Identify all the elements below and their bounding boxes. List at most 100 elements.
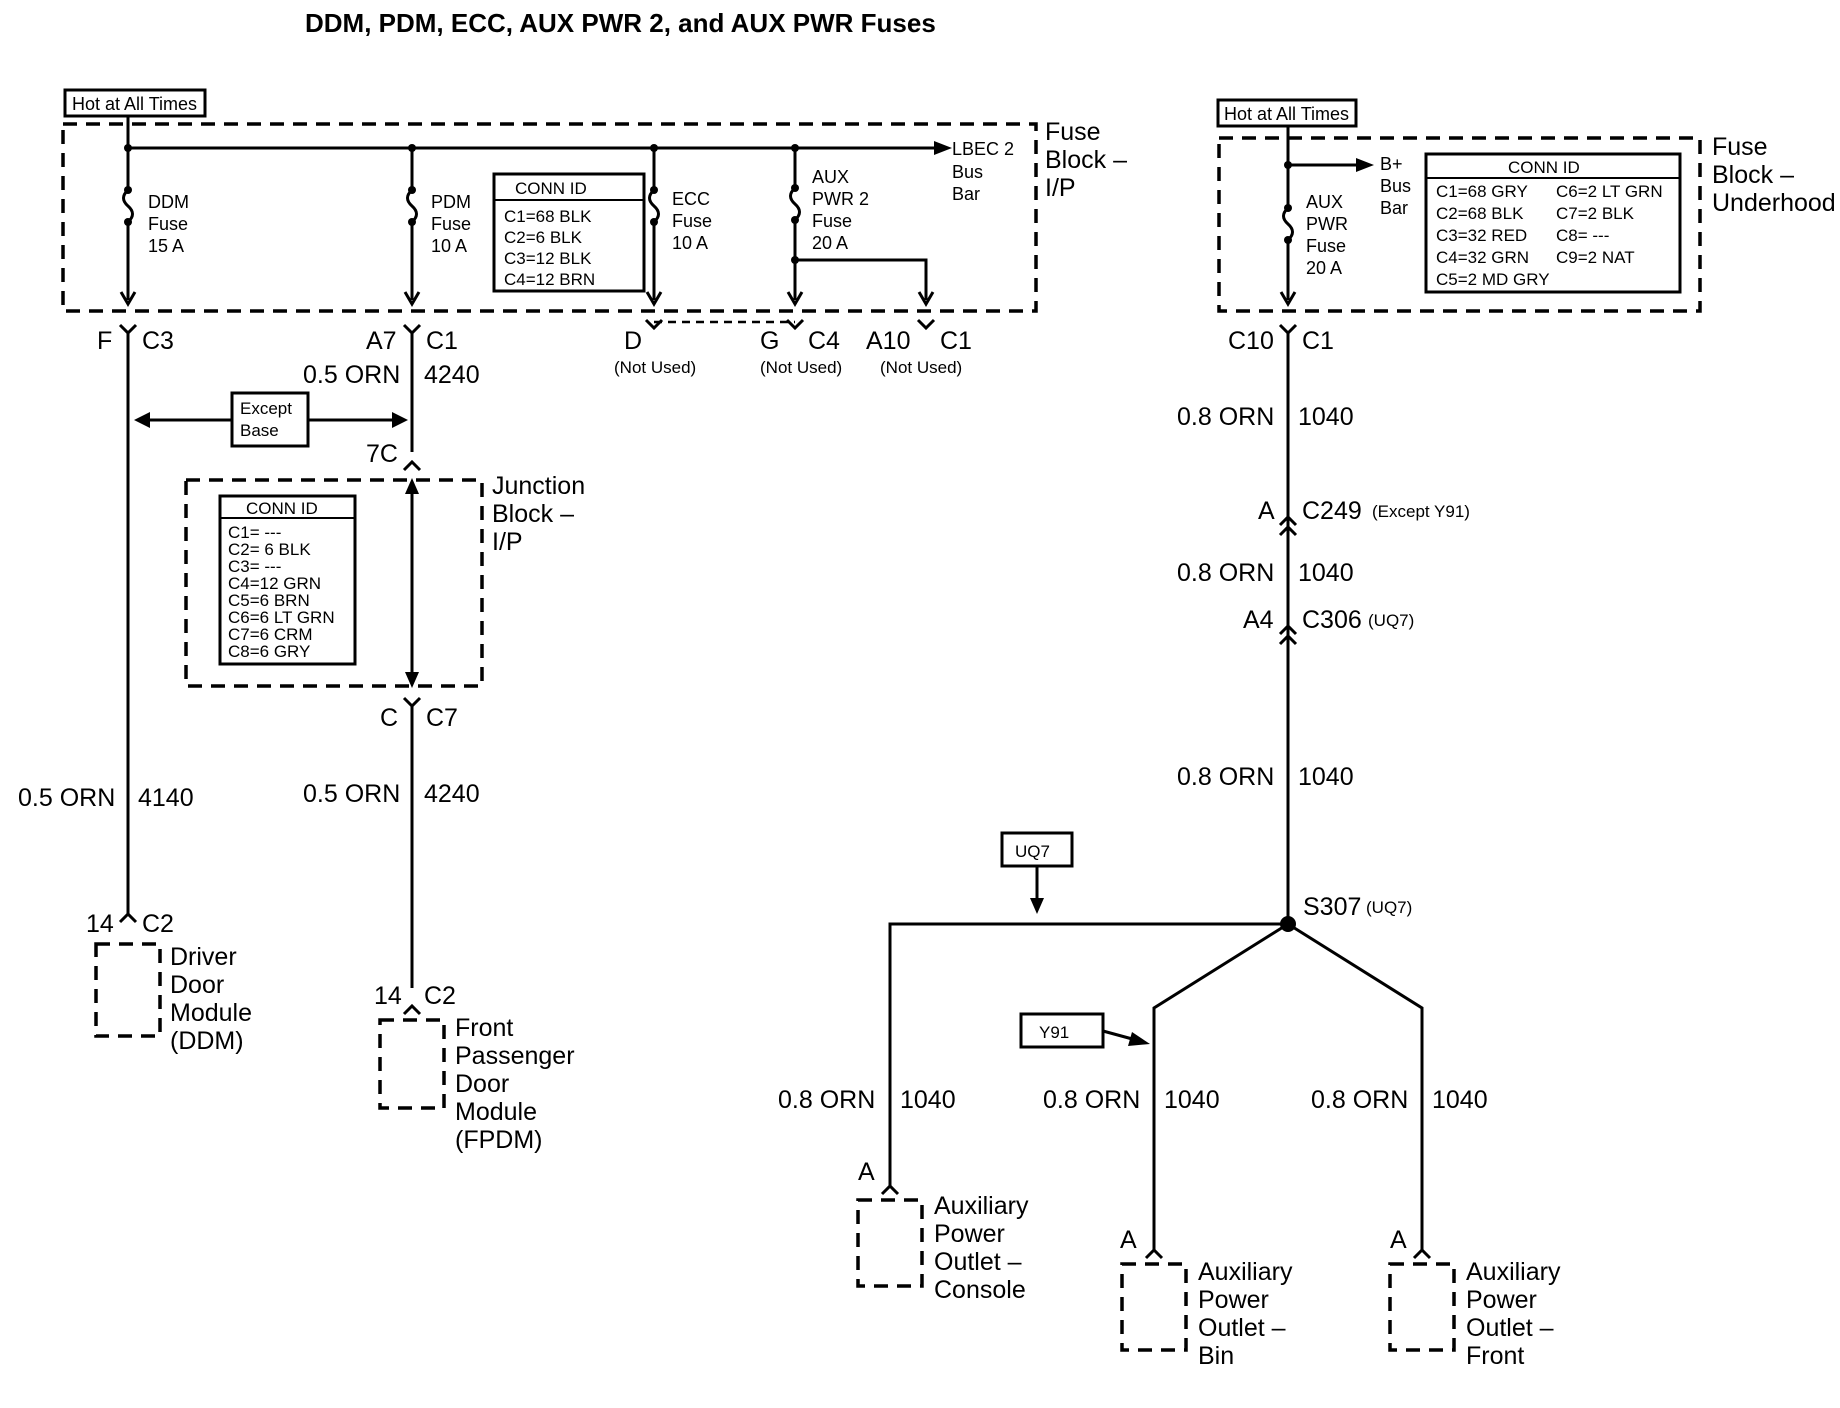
connector-c306: C306 — [1302, 606, 1362, 634]
wire-4140-color: 0.5 ORN — [18, 784, 115, 812]
apo-front-outline — [1388, 1262, 1456, 1352]
pin-a4: A4 — [1243, 606, 1274, 634]
wire-4240-number-top: 4240 — [424, 361, 480, 389]
apo-console-outline — [856, 1198, 924, 1288]
pdm-fuse: PDM Fuse 10 A — [403, 148, 471, 307]
conn-id-ip: CONN ID C1=68 BLK C2=6 BLK C3=12 BLK C4=… — [492, 172, 646, 293]
wire-4240-number: 4240 — [424, 780, 480, 808]
pin-c10: C10 — [1228, 327, 1274, 355]
ip-connector-labels: F C3 A7 C1 D (Not Used) G C4 (Not Used) … — [97, 318, 972, 377]
fuse-icon — [1282, 165, 1294, 300]
wire-1040-color-2: 0.8 ORN — [1177, 559, 1274, 587]
front-pin-a: A — [1390, 1226, 1407, 1254]
arrow-left-icon — [134, 412, 150, 428]
conn-id-junction: CONN ID C1= --- C2= 6 BLK C3= --- C4=12 … — [218, 494, 357, 666]
wire-1040-number-2: 1040 — [1298, 559, 1354, 587]
connector-c1: C1 — [426, 327, 458, 355]
ddm-fuse: DDM Fuse 15 A — [119, 148, 194, 307]
ecc-fuse-label: ECC Fuse 10 A — [672, 189, 717, 253]
c306-option: (UQ7) — [1368, 611, 1414, 630]
wire-1040-console — [888, 922, 1288, 1188]
connector-c249: C249 — [1302, 497, 1362, 525]
c249-option: (Except Y91) — [1372, 502, 1470, 521]
wire-1040-color-3: 0.8 ORN — [1177, 763, 1274, 791]
lbec2-bus-bar-label: LBEC 2 Bus Bar — [952, 139, 1019, 204]
arrow-right-icon — [1128, 1032, 1150, 1046]
arrow-down-icon — [1030, 898, 1044, 914]
wire-1040-bin — [1152, 922, 1289, 1252]
aux-pwr-fuse-label: AUX PWR Fuse 20 A — [1306, 192, 1353, 278]
splice-s307-option: (UQ7) — [1366, 898, 1412, 917]
fuse-block-underhood-outline — [1217, 136, 1702, 313]
conn-id-underhood: CONN ID C1=68 GRY C2=68 BLK C3=32 RED C4… — [1424, 152, 1682, 294]
connector-c1-a10: C1 — [940, 327, 972, 355]
bus-arrow-icon — [934, 141, 952, 155]
wire-1040-number-3: 1040 — [1298, 763, 1354, 791]
ddm-module-outline — [94, 942, 162, 1038]
option-uq7: UQ7 — [1015, 842, 1050, 861]
pin-a-c249: A — [1258, 497, 1275, 525]
ddm-circuit: 0.5 ORN 4140 14 C2 Driver Door Module (D… — [18, 333, 252, 1055]
splice-s307-label: S307 — [1303, 893, 1361, 921]
not-used-d: (Not Used) — [614, 358, 696, 377]
bin-pin-a: A — [1120, 1226, 1137, 1254]
junction-pin-c: C — [380, 704, 398, 732]
apo-bin-label: Auxiliary Power Outlet – Bin — [1198, 1258, 1299, 1370]
apo-bin-outline — [1120, 1262, 1188, 1352]
junction-block-name: Junction Block – I/P — [492, 472, 592, 556]
wire-4240-color-top: 0.5 ORN — [303, 361, 400, 389]
pin-a10: A10 — [866, 327, 910, 355]
conn-id-underhood-col2: C6=2 LT GRN C7=2 BLK C8= --- C9=2 NAT — [1556, 182, 1667, 267]
wire-1040-color-front: 0.8 ORN — [1311, 1086, 1408, 1114]
aux-pwr-circuit: C10 C1 0.8 ORN 1040 A C249 (Except Y91) … — [778, 323, 1561, 1370]
fuse-icon — [789, 148, 801, 300]
wire-1040-front — [1287, 922, 1424, 1252]
fpdm-module-outline — [378, 1018, 446, 1110]
except-base-indicator: Except Base — [134, 391, 408, 448]
fpdm-connector-c2: C2 — [424, 982, 456, 1010]
wire-1040-number-console: 1040 — [900, 1086, 956, 1114]
hot-label-ip: Hot at All Times — [72, 94, 197, 114]
option-y91-box — [1019, 1012, 1105, 1049]
pdm-circuit: 0.5 ORN 4240 7C Junction Block – I/P CON… — [184, 333, 592, 1154]
fuse-block-ip-name: Fuse Block – I/P — [1045, 118, 1134, 202]
apo-console-label: Auxiliary Power Outlet – Console — [934, 1192, 1035, 1304]
not-used-g: (Not Used) — [760, 358, 842, 377]
fuse-block-ip-outline — [61, 122, 1038, 313]
junction-connector-c7: C7 — [426, 704, 458, 732]
ddm-fuse-label: DDM Fuse 15 A — [148, 192, 194, 256]
connector-c4: C4 — [808, 327, 840, 355]
fuse-block-underhood-name: Fuse Block – Underhood — [1712, 133, 1836, 217]
arrow-right-icon — [392, 412, 408, 428]
pin-d: D — [624, 327, 642, 355]
conn-id-junction-rows: C1= --- C2= 6 BLK C3= --- C4=12 GRN C5=6… — [228, 523, 339, 661]
ddm-pin-14: 14 — [86, 910, 114, 938]
ddm-connector-c2: C2 — [142, 910, 174, 938]
bus-arrow-icon — [1356, 158, 1374, 172]
wire-1040-number-1: 1040 — [1298, 403, 1354, 431]
wire-1040-color-bin: 0.8 ORN — [1043, 1086, 1140, 1114]
diagram-title: DDM, PDM, ECC, AUX PWR 2, and AUX PWR Fu… — [305, 8, 936, 38]
connector-c1-underhood: C1 — [1302, 327, 1334, 355]
fpdm-label: Front Passenger Door Module (FPDM) — [455, 1014, 581, 1154]
junction-pin-7c: 7C — [366, 440, 398, 468]
fuse-icon — [406, 148, 418, 300]
wire-1040-number-bin: 1040 — [1164, 1086, 1220, 1114]
not-used-a10: (Not Used) — [880, 358, 962, 377]
wire-1040-color-console: 0.8 ORN — [778, 1086, 875, 1114]
wire-1040-number-front: 1040 — [1432, 1086, 1488, 1114]
pin-a7: A7 — [366, 327, 397, 355]
conn-id-underhood-col1: C1=68 GRY C2=68 BLK C3=32 RED C4=32 GRN … — [1436, 182, 1550, 289]
ecc-fuse: ECC Fuse 10 A — [645, 148, 717, 307]
fpdm-pin-14: 14 — [374, 982, 402, 1010]
junction-block-outline — [184, 478, 484, 688]
b-plus-bus-bar-label: B+ Bus Bar — [1380, 154, 1416, 218]
fuse-icon — [648, 148, 660, 300]
fuse-block-ip: Hot at All Times Fuse Block – I/P LBEC 2… — [61, 88, 1134, 313]
conn-id-ip-title: CONN ID — [515, 179, 587, 198]
pin-f: F — [97, 327, 112, 355]
conn-id-ip-rows: C1=68 BLK C2=6 BLK C3=12 BLK C4=12 BRN — [504, 207, 596, 289]
wire-4140-number: 4140 — [138, 784, 194, 812]
aux-pwr2-fuse-label: AUX PWR 2 Fuse 20 A — [812, 167, 874, 253]
